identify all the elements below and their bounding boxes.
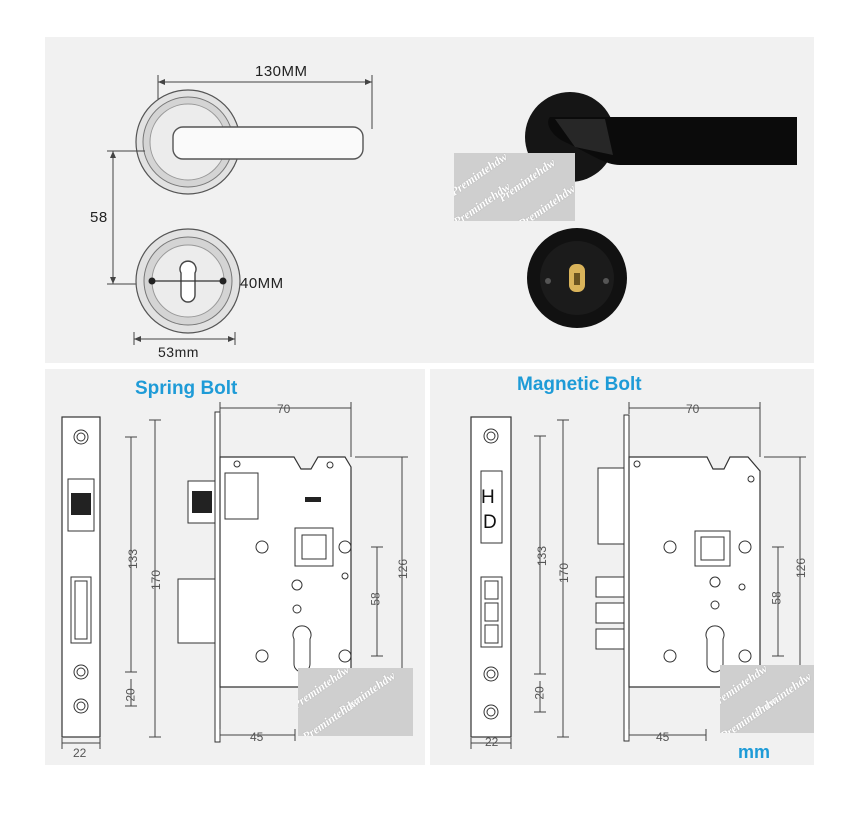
spring-bolt-panel: Spring Bolt [45,369,425,765]
dim-126: 126 [396,558,411,580]
spring-bolt-drawing [61,402,408,749]
spindle-hub [694,530,731,567]
lock-forend [214,411,221,743]
lock-forend [623,414,630,742]
dim-58: 58 [769,591,784,605]
dim-20: 20 [123,688,138,702]
keyhole-icon [179,260,197,303]
lock-case [628,456,761,688]
dim-133: 133 [535,545,550,567]
dim-170: 170 [557,562,572,584]
dim-133: 133 [126,548,141,570]
spring-bolt-title: Spring Bolt [135,378,238,399]
dim-45: 45 [250,730,264,744]
plate-letter-d: D [483,512,497,533]
dim-22: 22 [73,746,87,760]
width-dimension-label: 130MM [255,63,308,80]
unit-label: mm [738,742,771,762]
watermark-stamp: Premintehdw Premintehdw Premintehdw Prem… [454,153,575,221]
dim-70: 70 [277,402,291,416]
plate-letter-h: H [481,487,495,508]
dim-22: 22 [485,735,499,749]
rose-diameter-label: 40MM [240,275,284,292]
spindle-hub [294,527,334,567]
dim-170: 170 [149,569,164,591]
height-dimension-label: 58 [90,209,108,226]
dim-20: 20 [532,686,547,700]
lever-handle [172,126,364,160]
lock-case [219,456,352,688]
magnetic-latch [597,467,625,545]
cylinder-hole [705,625,725,673]
dim-58: 58 [368,592,383,606]
rose-width-label: 53mm [158,344,199,360]
dim-126: 126 [794,557,809,579]
top-panel-handle-dimensions: 130MM 58 40MM 53mm Premintehdw Preminteh… [45,37,814,363]
dim-45: 45 [656,730,670,744]
handle-drawing [107,75,797,345]
deadbolt [177,578,216,644]
magnetic-bolt-drawing [470,402,806,749]
watermark-stamp: Premintehdw Premintehdw Premintehdw [720,665,814,733]
dim-70: 70 [686,402,700,416]
cylinder-hole [292,625,312,673]
watermark-stamp: Premintehdw Premintehdw Premintehdw [298,668,413,736]
magnetic-bolt-title: Magnetic Bolt [517,374,642,395]
magnetic-bolt-panel: Magnetic Bolt [430,369,814,765]
